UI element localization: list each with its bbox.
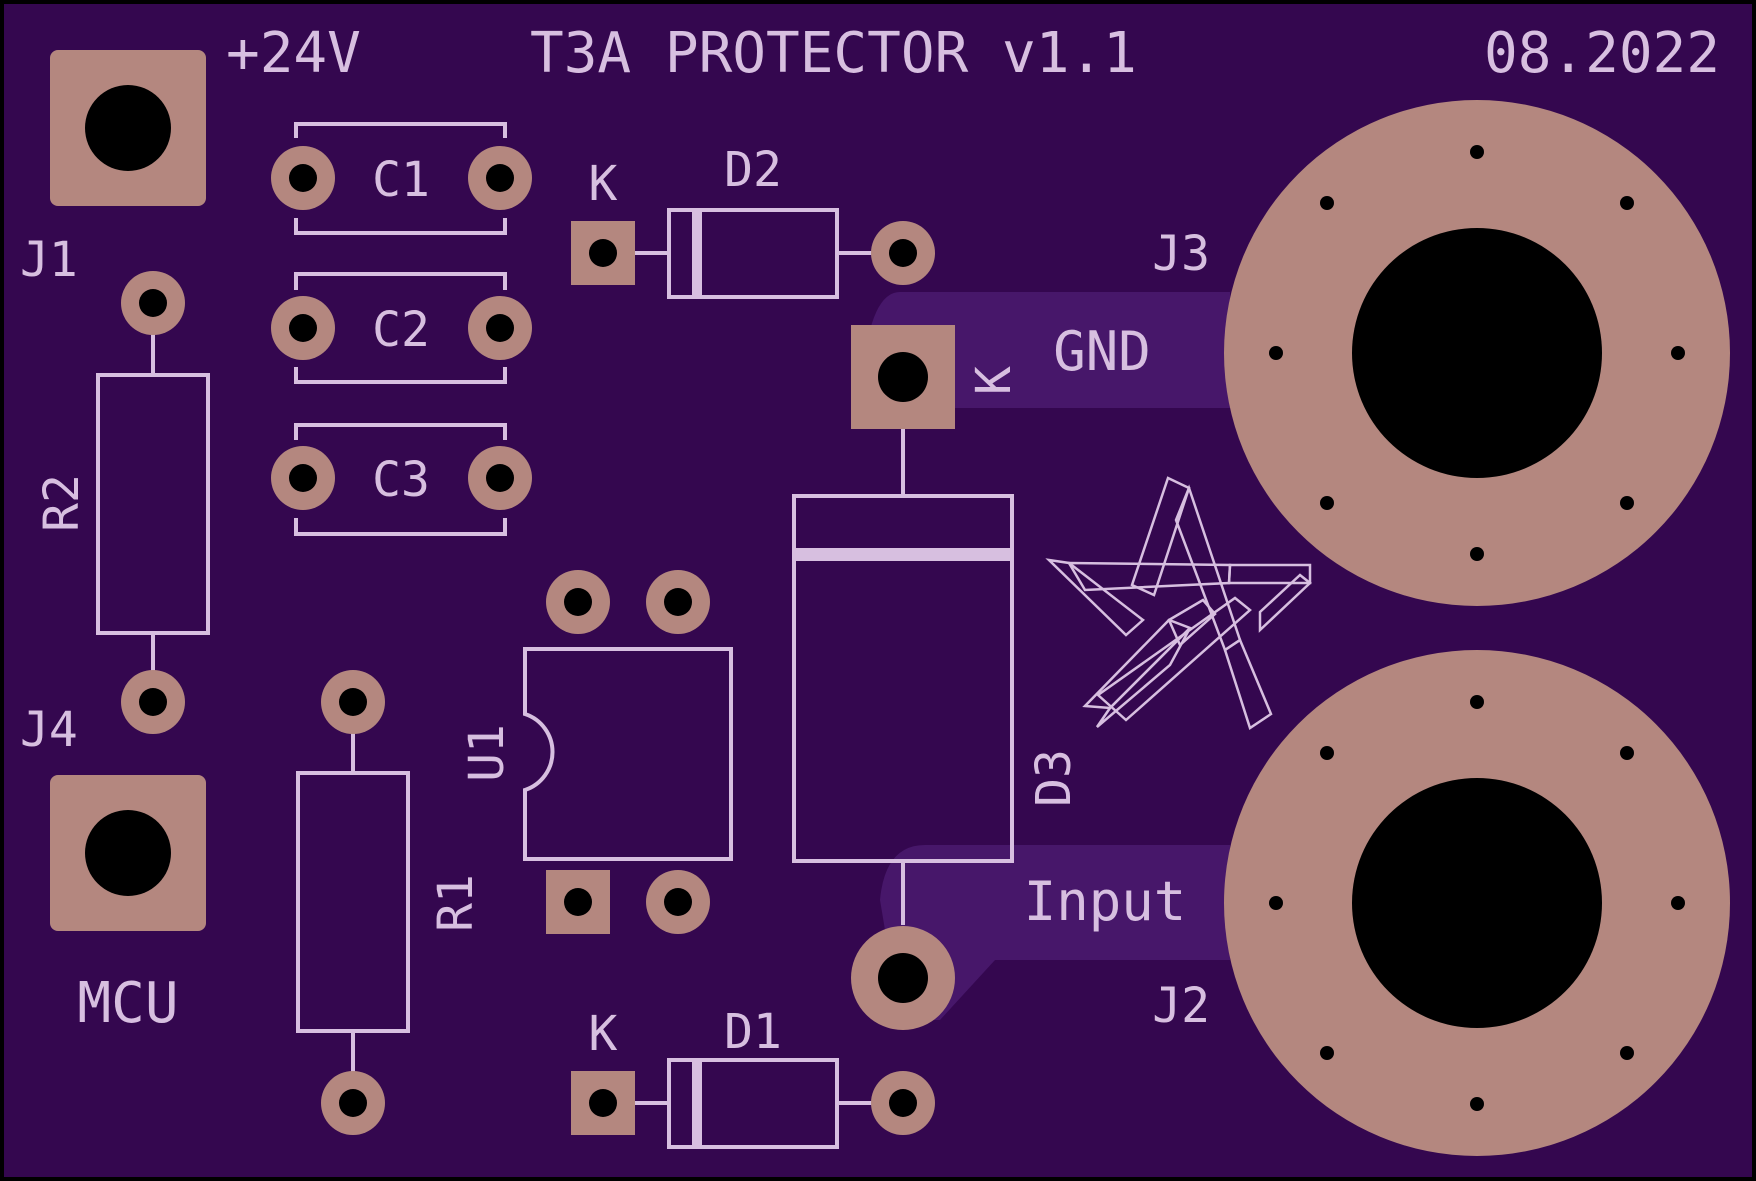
c2-designator: C2 xyxy=(372,302,430,358)
d1-designator: D1 xyxy=(724,1004,782,1060)
c3-designator: C3 xyxy=(372,452,430,508)
d2-designator: D2 xyxy=(724,142,782,198)
j3-terminal[interactable] xyxy=(1224,100,1730,606)
power-label: +24V xyxy=(226,21,361,86)
diode-d3[interactable] xyxy=(792,325,1014,1030)
j1-designator: J1 xyxy=(20,232,78,288)
j1-pad[interactable] xyxy=(50,50,206,206)
resistor-r1[interactable] xyxy=(296,670,410,1135)
r1-designator: R1 xyxy=(428,874,484,932)
u1-designator: U1 xyxy=(459,724,515,782)
mcu-label: MCU xyxy=(77,971,178,1036)
j2-terminal[interactable] xyxy=(1224,650,1730,1156)
diode-d1[interactable] xyxy=(571,1058,935,1149)
capacitor-c3[interactable] xyxy=(271,423,532,536)
resistor-r2[interactable] xyxy=(96,271,210,734)
board-title: T3A PROTECTOR v1.1 xyxy=(530,21,1137,86)
gnd-label: GND xyxy=(1053,320,1151,383)
r2-designator: R2 xyxy=(34,474,90,532)
j2-designator: J2 xyxy=(1152,978,1210,1034)
j3-designator: J3 xyxy=(1152,226,1210,282)
capacitor-c2[interactable] xyxy=(271,272,532,384)
impossible-star-icon xyxy=(1045,476,1312,730)
board-date: 08.2022 xyxy=(1484,21,1720,86)
d3-designator: D3 xyxy=(1026,749,1082,807)
input-label: Input xyxy=(1024,870,1187,933)
j4-pad[interactable] xyxy=(50,775,206,931)
ic-u1[interactable] xyxy=(523,570,733,934)
input-trace xyxy=(880,845,1230,1020)
diode-d2[interactable] xyxy=(571,208,935,299)
j4-designator: J4 xyxy=(20,702,78,758)
capacitor-c1[interactable] xyxy=(271,122,532,235)
d2-cathode-mark: K xyxy=(589,156,618,212)
d1-cathode-mark: K xyxy=(589,1006,618,1062)
d3-cathode-mark: K xyxy=(966,366,1022,395)
c1-designator: C1 xyxy=(372,152,430,208)
